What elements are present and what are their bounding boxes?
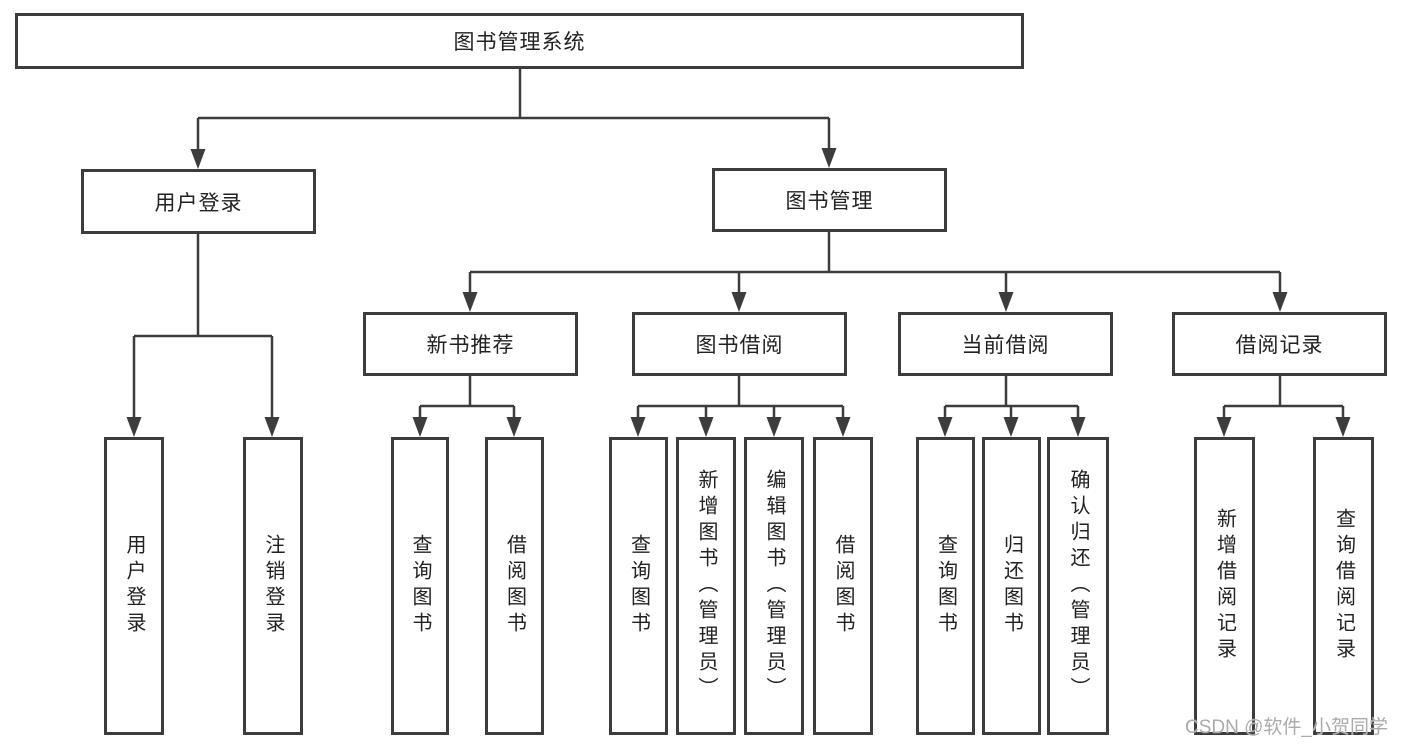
node-leaf-confirm-return-admin: 确认归还（管理员） <box>1047 437 1109 735</box>
node-book-borrowing: 图书借阅 <box>632 312 847 376</box>
node-leaf-add-books-admin: 新增图书（管理员） <box>676 437 736 735</box>
node-borrow-records: 借阅记录 <box>1172 312 1387 376</box>
node-current-borrowing: 当前借阅 <box>898 312 1113 376</box>
node-leaf-query-books-recommend: 查询图书 <box>391 437 449 735</box>
node-leaf-edit-books-admin: 编辑图书（管理员） <box>744 437 804 735</box>
node-label: 用户登录 <box>123 534 145 638</box>
node-label: 用户登录 <box>154 191 243 215</box>
node-leaf-logout: 注销登录 <box>243 437 303 735</box>
node-library-management-system: 图书管理系统 <box>15 13 1024 69</box>
node-label: 新增借阅记录 <box>1213 508 1236 664</box>
node-leaf-add-borrow-record: 新增借阅记录 <box>1194 437 1255 735</box>
node-leaf-query-books-borrowing: 查询图书 <box>609 437 668 735</box>
node-leaf-borrow-books-recommend: 借阅图书 <box>485 437 544 735</box>
node-label: 查询图书 <box>627 534 650 638</box>
node-label: 图书管理系统 <box>453 31 586 54</box>
node-label: 编辑图书（管理员） <box>763 469 785 703</box>
node-label: 借阅图书 <box>832 534 854 638</box>
node-new-book-recommend: 新书推荐 <box>363 312 578 376</box>
node-label: 借阅图书 <box>503 534 526 638</box>
node-label: 确认归还（管理员） <box>1067 469 1089 703</box>
node-leaf-return-books: 归还图书 <box>982 437 1041 735</box>
node-label: 新增图书（管理员） <box>695 469 717 703</box>
node-label: 借阅记录 <box>1235 334 1324 357</box>
node-label: 注销登录 <box>262 534 284 638</box>
node-label: 图书借阅 <box>695 334 784 357</box>
node-label: 查询图书 <box>934 534 957 638</box>
node-leaf-query-books-current: 查询图书 <box>916 437 975 735</box>
node-label: 归还图书 <box>1000 534 1023 638</box>
node-label: 图书管理 <box>785 190 874 213</box>
node-label: 新书推荐 <box>426 334 515 357</box>
node-leaf-borrow-books: 借阅图书 <box>813 437 873 735</box>
node-label: 查询借阅记录 <box>1332 508 1355 664</box>
node-leaf-query-borrow-record: 查询借阅记录 <box>1313 437 1374 735</box>
node-user-login: 用户登录 <box>81 169 316 234</box>
node-label: 当前借阅 <box>961 334 1050 357</box>
csdn-watermark: CSDN @软件_小贺同学 <box>1185 717 1388 738</box>
node-leaf-user-login: 用户登录 <box>104 437 164 735</box>
node-label: 查询图书 <box>409 534 431 638</box>
node-book-management: 图书管理 <box>712 168 947 232</box>
